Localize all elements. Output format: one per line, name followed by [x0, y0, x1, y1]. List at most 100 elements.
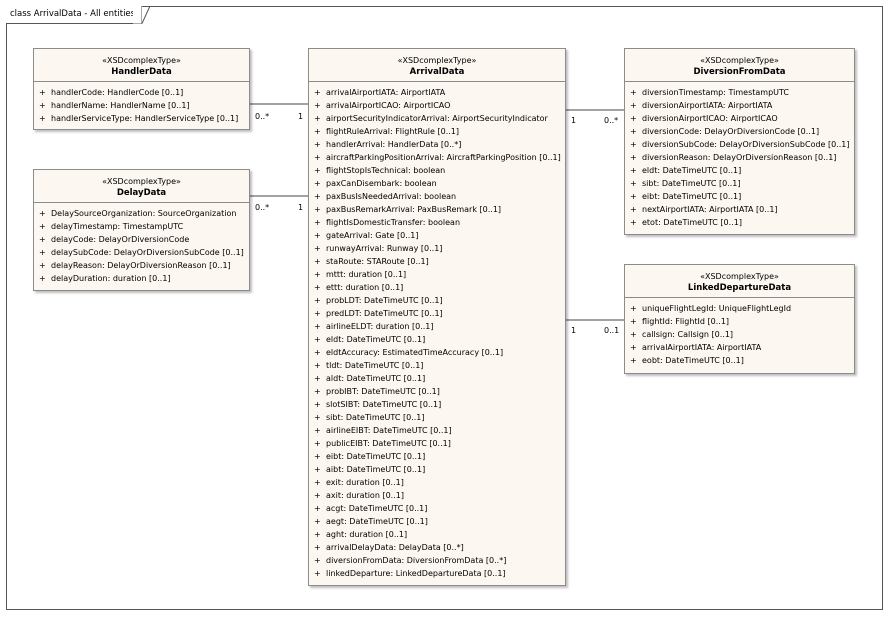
diagram-frame — [6, 6, 883, 610]
visibility-marker: + — [314, 569, 321, 578]
attribute-text: diversionAirportICAO: AirportICAO — [642, 114, 778, 123]
class-header: «XSDcomplexType» DelayData — [34, 170, 249, 203]
attribute-row: + runwayArrival: Runway [0..1] — [309, 242, 565, 255]
visibility-marker: + — [314, 491, 321, 500]
attribute-row: +diversionReason: DelayOrDiversionReason… — [625, 151, 854, 164]
attribute-row: +flightId: FlightId [0..1] — [625, 315, 854, 328]
attribute-row: +delayCode: DelayOrDiversionCode — [34, 233, 249, 246]
attribute-row: +airportSecurityIndicatorArrival: Airpor… — [309, 112, 565, 125]
attribute-text: arrivalAirportIATA: AirportIATA — [326, 88, 446, 97]
visibility-marker: + — [314, 426, 321, 435]
attribute-text: sibt: DateTimeUTC [0..1] — [642, 179, 741, 188]
visibility-marker: + — [314, 283, 321, 292]
attribute-text: eibt: DateTimeUTC [0..1] — [642, 192, 742, 201]
visibility-marker: + — [630, 140, 637, 149]
attribute-text: exit: duration [0..1] — [326, 478, 404, 487]
attribute-row: +paxBusRemarkArrival: PaxBusRemark [0..1… — [309, 203, 565, 216]
visibility-marker: + — [39, 222, 46, 231]
attribute-row: +eobt: DateTimeUTC [0..1] — [625, 354, 854, 367]
attribute-list: +DelaySourceOrganization: SourceOrganiza… — [34, 203, 249, 285]
attribute-row: +diversionAirportIATA: AirportIATA — [625, 99, 854, 112]
multiplicity-handler-class: 0..* — [255, 112, 269, 121]
visibility-marker: + — [630, 166, 637, 175]
attribute-text: aght: duration [0..1] — [326, 530, 408, 539]
visibility-marker: + — [314, 322, 321, 331]
attribute-row: +sibt: DateTimeUTC [0..1] — [625, 177, 854, 190]
class-handler-data: «XSDcomplexType» HandlerData + handlerCod… — [33, 48, 250, 130]
visibility-marker: + — [314, 244, 321, 253]
visibility-marker: + — [314, 361, 321, 370]
attribute-text: etot: DateTimeUTC [0..1] — [642, 218, 742, 227]
attribute-text: aircraftParkingPositionArrival: Aircraft… — [326, 153, 561, 162]
attribute-text: staRoute: STARoute [0..1] — [326, 257, 429, 266]
visibility-marker: + — [314, 101, 321, 110]
attribute-text: arrivalDelayData: DelayData [0..*] — [326, 543, 464, 552]
attribute-text: paxCanDisembark: boolean — [326, 179, 437, 188]
visibility-marker: + — [314, 374, 321, 383]
visibility-marker: + — [630, 114, 637, 123]
visibility-marker: + — [314, 257, 321, 266]
attribute-row: + staRoute: STARoute [0..1] — [309, 255, 565, 268]
multiplicity-delay-arrival: 1 — [298, 203, 303, 212]
attribute-text: probLDT: DateTimeUTC [0..1] — [326, 296, 443, 305]
attribute-row: +predLDT: DateTimeUTC [0..1] — [309, 307, 565, 320]
attribute-row: +aibt: DateTimeUTC [0..1] — [309, 463, 565, 476]
multiplicity-linked-class: 0..1 — [604, 326, 619, 335]
attribute-row: + ettt: duration [0..1] — [309, 281, 565, 294]
visibility-marker: + — [314, 179, 321, 188]
visibility-marker: + — [314, 88, 321, 97]
attribute-text: tldt: DateTimeUTC [0..1] — [326, 361, 424, 370]
visibility-marker: + — [39, 209, 46, 218]
class-stereotype: «XSDcomplexType» — [397, 56, 477, 65]
multiplicity-delay-class: 0..* — [255, 203, 269, 212]
visibility-marker: + — [314, 335, 321, 344]
attribute-row: + flightIsDomesticTransfer: boolean — [309, 216, 565, 229]
visibility-marker: + — [630, 127, 637, 136]
attribute-row: +flightRuleArrival: FlightRule [0..1] — [309, 125, 565, 138]
attribute-row: +eibt: DateTimeUTC [0..1] — [625, 190, 854, 203]
multiplicity-diversion-arrival: 1 — [571, 116, 576, 125]
class-stereotype: «XSDcomplexType» — [102, 56, 181, 65]
attribute-row: +etot: DateTimeUTC [0..1] — [625, 216, 854, 229]
attribute-text: handlerCode: HandlerCode [0..1] — [51, 88, 184, 97]
attribute-row: +airlineELDT: duration [0..1] — [309, 320, 565, 333]
attribute-row: +handlerServiceType: HandlerServiceType … — [34, 112, 249, 125]
attribute-row: +slotSIBT: DateTimeUTC [0..1] — [309, 398, 565, 411]
attribute-row: +publicEIBT: DateTimeUTC [0..1] — [309, 437, 565, 450]
class-header: «XSDcomplexType» DiversionFromData — [625, 49, 854, 82]
attribute-text: handlerArrival: HandlerData [0..*] — [326, 140, 462, 149]
attribute-row: +callsign: Callsign [0..1] — [625, 328, 854, 341]
visibility-marker: + — [314, 413, 321, 422]
attribute-text: eldt: DateTimeUTC [0..1] — [326, 335, 426, 344]
visibility-marker: + — [39, 88, 46, 97]
attribute-row: +handlerArrival: HandlerData [0..*] — [309, 138, 565, 151]
class-linked-departure-data: «XSDcomplexType» LinkedDepartureData +un… — [624, 264, 855, 374]
attribute-text: runwayArrival: Runway [0..1] — [326, 244, 443, 253]
attribute-text: nextAirportIATA: AirportIATA [0..1] — [642, 205, 778, 214]
attribute-row: + diversionAirportICAO: AirportICAO — [625, 112, 854, 125]
visibility-marker: + — [39, 274, 46, 283]
attribute-text: uniqueFlightLegId: UniqueFlightLegId — [642, 304, 792, 313]
attribute-text: gateArrival: Gate [0..1] — [326, 231, 419, 240]
attribute-row: + arrivalDelayData: DelayData [0..*] — [309, 541, 565, 554]
attribute-row: +airlineEIBT: DateTimeUTC [0..1] — [309, 424, 565, 437]
attribute-row: +axit: duration [0..1] — [309, 489, 565, 502]
attribute-row: +arrivalAirportIATA: AirportIATA — [625, 341, 854, 354]
visibility-marker: + — [314, 478, 321, 487]
attribute-text: flightIsDomesticTransfer: boolean — [326, 218, 461, 227]
attribute-text: arrivalAirportIATA: AirportIATA — [642, 343, 762, 352]
attribute-text: ettt: duration [0..1] — [326, 283, 404, 292]
attribute-list: +uniqueFlightLegId: UniqueFlightLegId+fl… — [625, 298, 854, 367]
visibility-marker: + — [314, 387, 321, 396]
visibility-marker: + — [314, 218, 321, 227]
attribute-row: +DelaySourceOrganization: SourceOrganiza… — [34, 207, 249, 220]
visibility-marker: + — [314, 543, 321, 552]
class-stereotype: «XSDcomplexType» — [700, 56, 779, 65]
visibility-marker: + — [39, 248, 46, 257]
class-name: LinkedDepartureData — [687, 283, 792, 293]
class-header: «XSDcomplexType» HandlerData — [34, 49, 249, 82]
attribute-row: +aldt: DateTimeUTC [0..1] — [309, 372, 565, 385]
visibility-marker: + — [314, 270, 321, 279]
attribute-list: +diversionTimestamp: TimestampUTC+divers… — [625, 82, 854, 229]
visibility-marker: + — [314, 309, 321, 318]
